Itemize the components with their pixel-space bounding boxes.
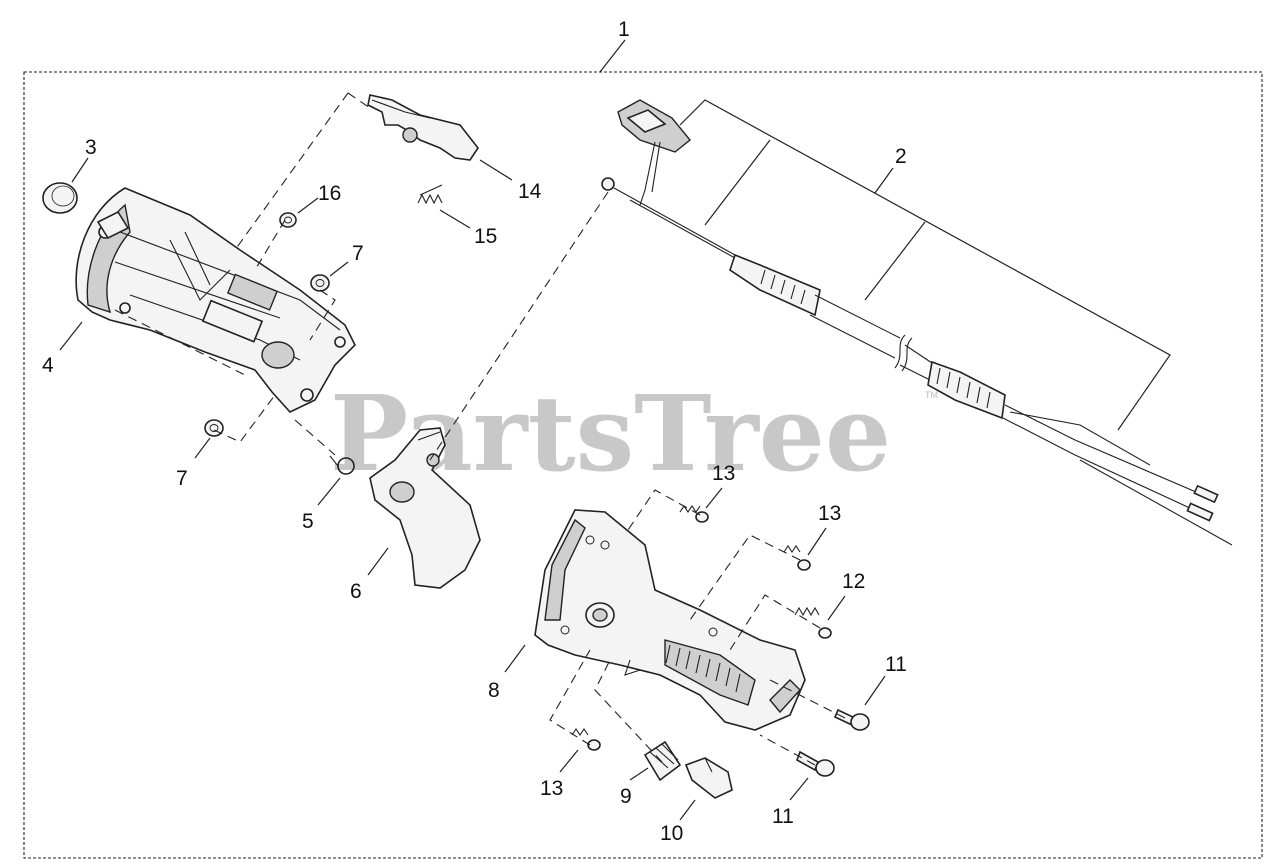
part-screw-13-bottom bbox=[571, 728, 601, 751]
callout-13-top: 13 bbox=[712, 462, 735, 485]
callout-8: 8 bbox=[488, 679, 500, 702]
part-left-housing bbox=[75, 187, 356, 413]
part-screw-11-bottom bbox=[796, 750, 835, 777]
callout-11-bottom: 11 bbox=[772, 805, 794, 828]
part-button bbox=[684, 757, 733, 799]
part-spring-grip bbox=[643, 740, 682, 782]
assembly-frame bbox=[23, 71, 1263, 859]
callout-6: 6 bbox=[350, 580, 362, 603]
part-screw-11-top bbox=[833, 708, 870, 731]
part-spring-small bbox=[417, 184, 443, 205]
part-nut-top bbox=[279, 212, 297, 228]
part-cap bbox=[42, 182, 78, 214]
callout-10: 10 bbox=[660, 822, 683, 845]
bracket-part-2 bbox=[679, 99, 1171, 431]
assembly-lines-right bbox=[549, 489, 846, 766]
callout-16: 16 bbox=[318, 182, 341, 205]
part-screw-13-top bbox=[679, 505, 709, 523]
part-handle-grip bbox=[534, 509, 806, 731]
callout-2: 2 bbox=[895, 145, 907, 168]
callout-11-top: 11 bbox=[885, 653, 907, 676]
callout-7-lower: 7 bbox=[176, 467, 188, 490]
callout-15: 15 bbox=[474, 225, 497, 248]
assembly-lines-left bbox=[114, 92, 609, 461]
part-throttle-trigger bbox=[369, 427, 481, 589]
callout-7-upper: 7 bbox=[352, 242, 364, 265]
callout-5: 5 bbox=[302, 510, 314, 533]
callout-12: 12 bbox=[842, 570, 865, 593]
callout-3: 3 bbox=[85, 136, 97, 159]
part-screw-12 bbox=[794, 606, 832, 639]
part-screw-13-mid bbox=[783, 545, 811, 571]
callout-1: 1 bbox=[618, 18, 630, 41]
part-throttle-lockout bbox=[367, 94, 479, 161]
part-nut-lower bbox=[204, 419, 224, 437]
callout-13-mid: 13 bbox=[818, 502, 841, 525]
callout-4: 4 bbox=[42, 354, 54, 377]
watermark-tm: TM bbox=[925, 390, 938, 400]
part-nut-upper bbox=[310, 274, 330, 292]
callout-13-bottom: 13 bbox=[540, 777, 563, 800]
callout-9: 9 bbox=[620, 785, 632, 808]
callout-14: 14 bbox=[518, 180, 542, 203]
part-torsion-spring bbox=[329, 455, 355, 475]
callout-labels: 1 2 3 4 5 6 7 7 8 9 10 11 11 12 13 13 13… bbox=[42, 18, 907, 845]
part-throttle-cable bbox=[601, 99, 1233, 546]
